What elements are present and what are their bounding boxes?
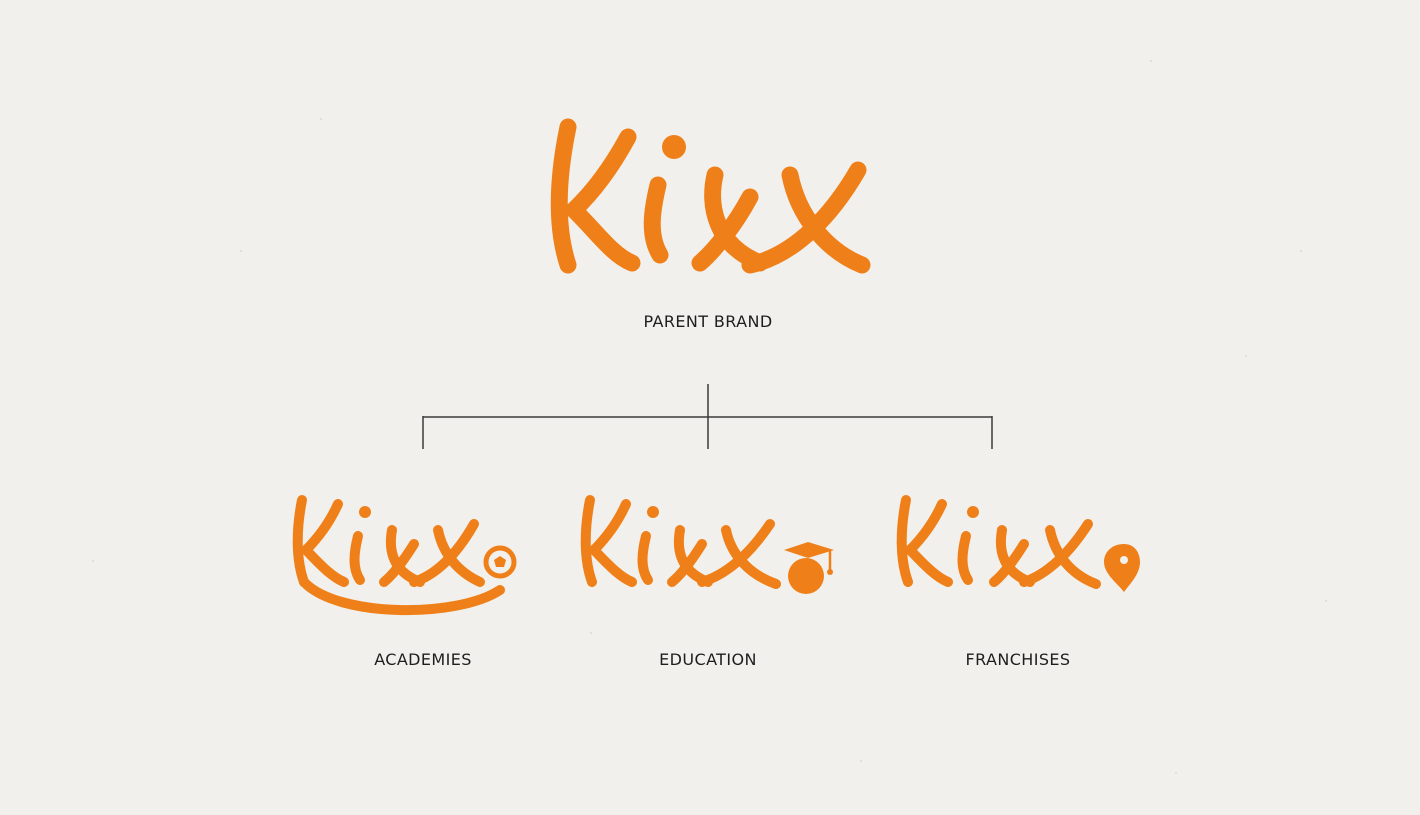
academies-logo [292, 495, 517, 616]
paper-speck [1245, 355, 1247, 357]
paper-speck [240, 250, 242, 252]
graduation-cap-icon [784, 542, 834, 594]
paper-speck [590, 632, 592, 634]
education-logo [580, 495, 834, 594]
paper-speck [860, 760, 862, 762]
paper-speck [1325, 600, 1327, 602]
child-label-franchises: FRANCHISES [965, 650, 1071, 669]
paper-speck [1150, 60, 1152, 62]
child-label-academies: ACADEMIES [374, 650, 472, 669]
paper-speck [92, 560, 94, 562]
soccer-ball-icon [483, 545, 517, 579]
paper-speck [320, 118, 322, 120]
paper-speck [1175, 772, 1177, 774]
map-pin-icon [1104, 544, 1140, 592]
child-label-education: EDUCATION [659, 650, 757, 669]
parent-brand-label: PARENT BRAND [643, 312, 773, 331]
parent-brand-logo [550, 118, 871, 274]
franchises-logo [896, 495, 1140, 592]
paper-speck [1300, 250, 1302, 252]
